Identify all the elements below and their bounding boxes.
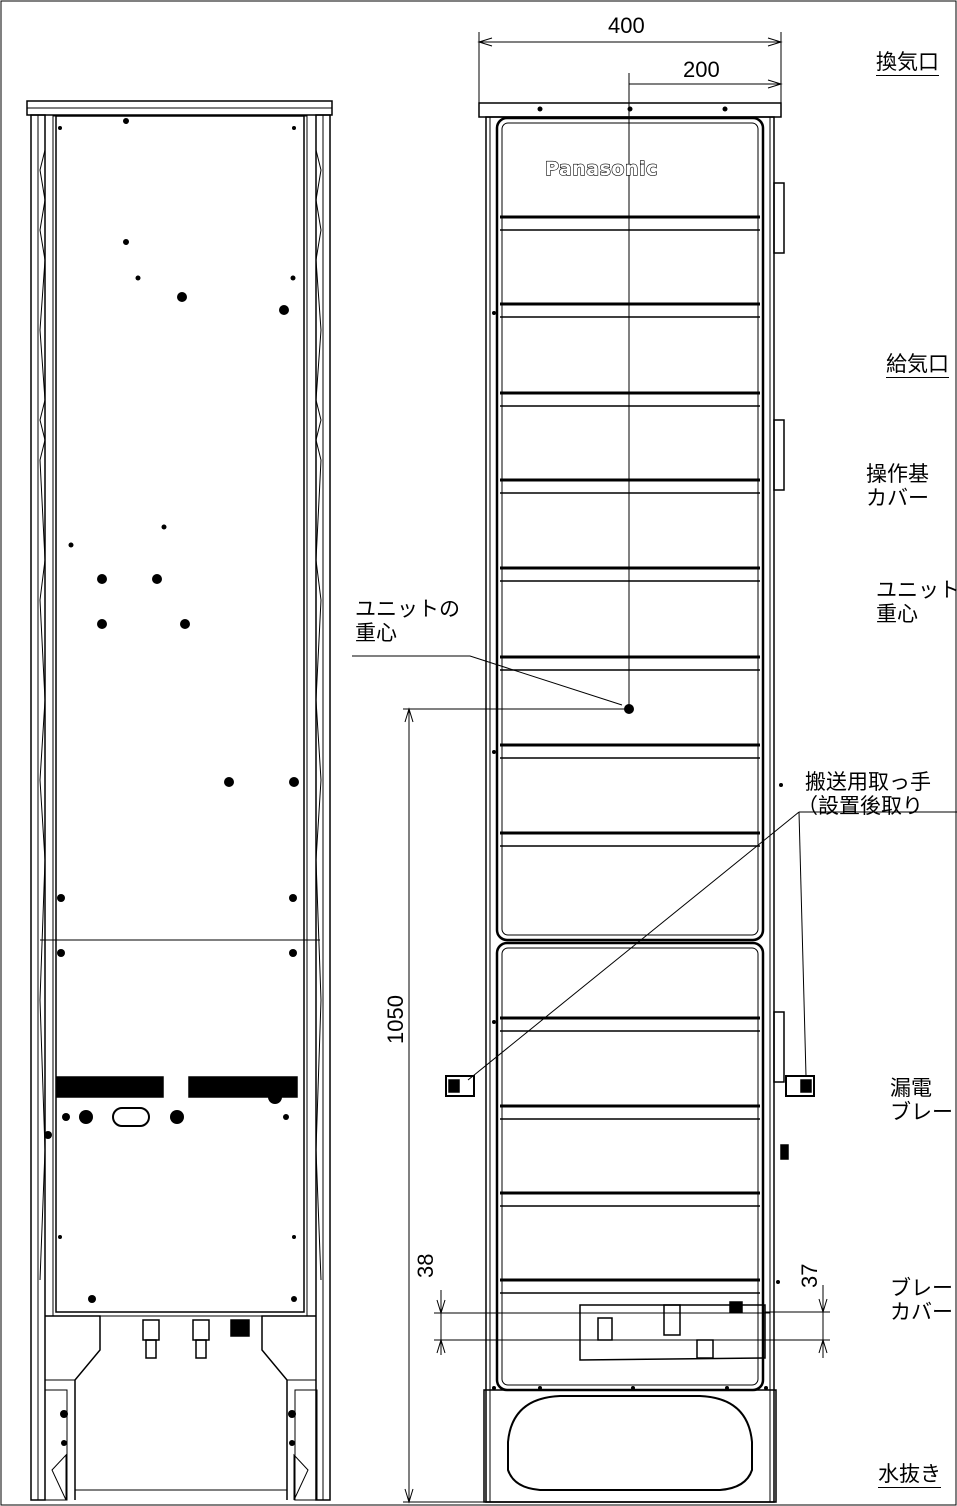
label-transport-handle-line1: 搬送用取っ手 [805,770,931,794]
label-breaker-cover-line2: カバー [890,1300,953,1324]
label-cog-left: ユニットの 重心 [355,597,460,645]
label-control-board-cover: 操作基 カバー [866,462,929,510]
label-ventilation-port: 換気口 [876,50,939,76]
dimension-200: 200 [683,57,720,82]
side-view-holes [44,118,299,1446]
label-drain: 水抜き [878,1462,941,1488]
label-drain-text: 水抜き [878,1462,941,1488]
dimension-400: 400 [608,13,645,38]
label-cog-right: ユニット 重心 [876,578,957,626]
label-cog-right-line1: ユニット [876,578,957,602]
dimension-38: 38 [413,1253,438,1278]
label-air-intake: 給気口 [886,352,949,378]
front-view-dots [492,106,783,1390]
brand-logo: Panasonic [544,157,658,180]
label-breaker-cover: ブレー カバー [890,1276,953,1324]
label-leakage-breaker: 漏電 ブレー [890,1076,953,1124]
dimension-lines [352,32,957,1504]
label-transport-handle-line2: （設置後取り [797,794,923,818]
front-view [445,102,815,1503]
label-leakage-breaker-line2: ブレー [890,1100,953,1124]
label-ventilation-port-text: 換気口 [876,50,939,76]
label-control-board-cover-line1: 操作基 [866,462,929,486]
label-leakage-breaker-line1: 漏電 [890,1076,932,1100]
label-control-board-cover-line2: カバー [866,486,929,510]
front-panel-ribs [500,215,760,1294]
side-view [26,100,333,1501]
label-air-intake-text: 給気口 [886,352,949,378]
label-cog-left-line1: ユニットの [355,597,460,621]
label-cog-left-line2: 重心 [355,621,397,645]
dimension-1050: 1050 [383,995,408,1044]
label-breaker-cover-line1: ブレー [890,1276,953,1300]
dimension-37: 37 [797,1263,822,1288]
label-transport-handle: 搬送用取っ手 （設置後取り [797,770,931,818]
label-cog-right-line2: 重心 [876,602,918,626]
